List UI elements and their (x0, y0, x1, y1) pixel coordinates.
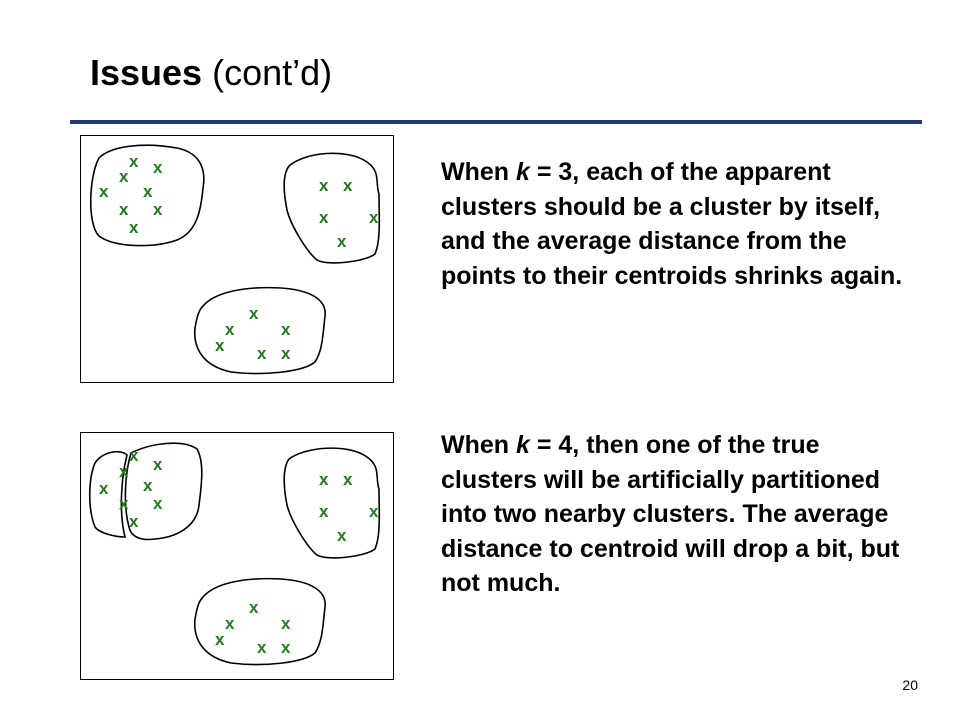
data-point-marker: x (343, 176, 353, 195)
data-point-marker: x (129, 512, 139, 531)
data-point-marker: x (249, 304, 259, 323)
data-point-marker: x (119, 494, 129, 513)
data-point-marker: x (129, 218, 139, 237)
title-divider (70, 120, 922, 124)
data-point-marker: x (281, 344, 291, 363)
data-point-marker: x (215, 630, 225, 649)
explanation-k4: When k = 4, then one of the true cluster… (441, 428, 921, 601)
cluster-outline-bottom (193, 577, 326, 666)
data-point-marker: x (249, 598, 259, 617)
k3-text-prefix: When (441, 158, 516, 186)
data-point-marker: x (281, 614, 291, 633)
data-point-marker: x (119, 167, 129, 186)
title-suffix: (cont’d) (202, 52, 333, 93)
data-point-marker: x (319, 502, 329, 521)
explanation-k3: When k = 3, each of the apparent cluster… (441, 155, 921, 293)
data-point-marker: x (369, 502, 379, 521)
data-point-marker: x (319, 470, 329, 489)
data-point-marker: x (99, 182, 109, 201)
cluster-outline-left-b (124, 442, 203, 541)
data-point-marker: x (337, 232, 347, 251)
data-point-marker: x (257, 344, 267, 363)
title-main: Issues (90, 52, 203, 93)
data-point-marker: x (119, 462, 129, 481)
data-point-marker: x (129, 446, 139, 465)
k3-text-body: = 3, each of the apparent clusters shoul… (441, 158, 903, 290)
data-point-marker: x (225, 320, 235, 339)
cluster-outline-right (283, 152, 381, 264)
data-point-marker: x (215, 336, 225, 355)
cluster-outline-bottom (193, 286, 326, 375)
data-point-marker: x (153, 158, 163, 177)
data-point-marker: x (143, 182, 153, 201)
k4-text-body: = 4, then one of the true clusters will … (441, 431, 900, 597)
data-point-marker: x (319, 176, 329, 195)
k4-text-prefix: When (441, 431, 516, 459)
data-point-marker: x (257, 638, 267, 657)
page-title: Issues (cont’d) (90, 52, 332, 94)
data-point-marker: x (225, 614, 235, 633)
data-point-marker: x (153, 200, 163, 219)
data-point-marker: x (319, 208, 329, 227)
data-point-marker: x (281, 638, 291, 657)
data-point-marker: x (153, 455, 163, 474)
data-point-marker: x (129, 152, 139, 171)
data-point-marker: x (369, 208, 379, 227)
data-point-marker: x (119, 200, 129, 219)
cluster-outline-left-a (88, 450, 128, 538)
data-point-marker: x (343, 470, 353, 489)
k4-k-symbol: k (516, 431, 530, 459)
cluster-outline-left (89, 144, 205, 247)
data-point-marker: x (337, 526, 347, 545)
page-number: 20 (902, 677, 918, 693)
cluster-outline-right (283, 447, 381, 559)
data-point-marker: x (153, 494, 163, 513)
data-point-marker: x (99, 479, 109, 498)
data-point-marker: x (281, 320, 291, 339)
data-point-marker: x (143, 476, 153, 495)
k3-k-symbol: k (516, 158, 530, 186)
